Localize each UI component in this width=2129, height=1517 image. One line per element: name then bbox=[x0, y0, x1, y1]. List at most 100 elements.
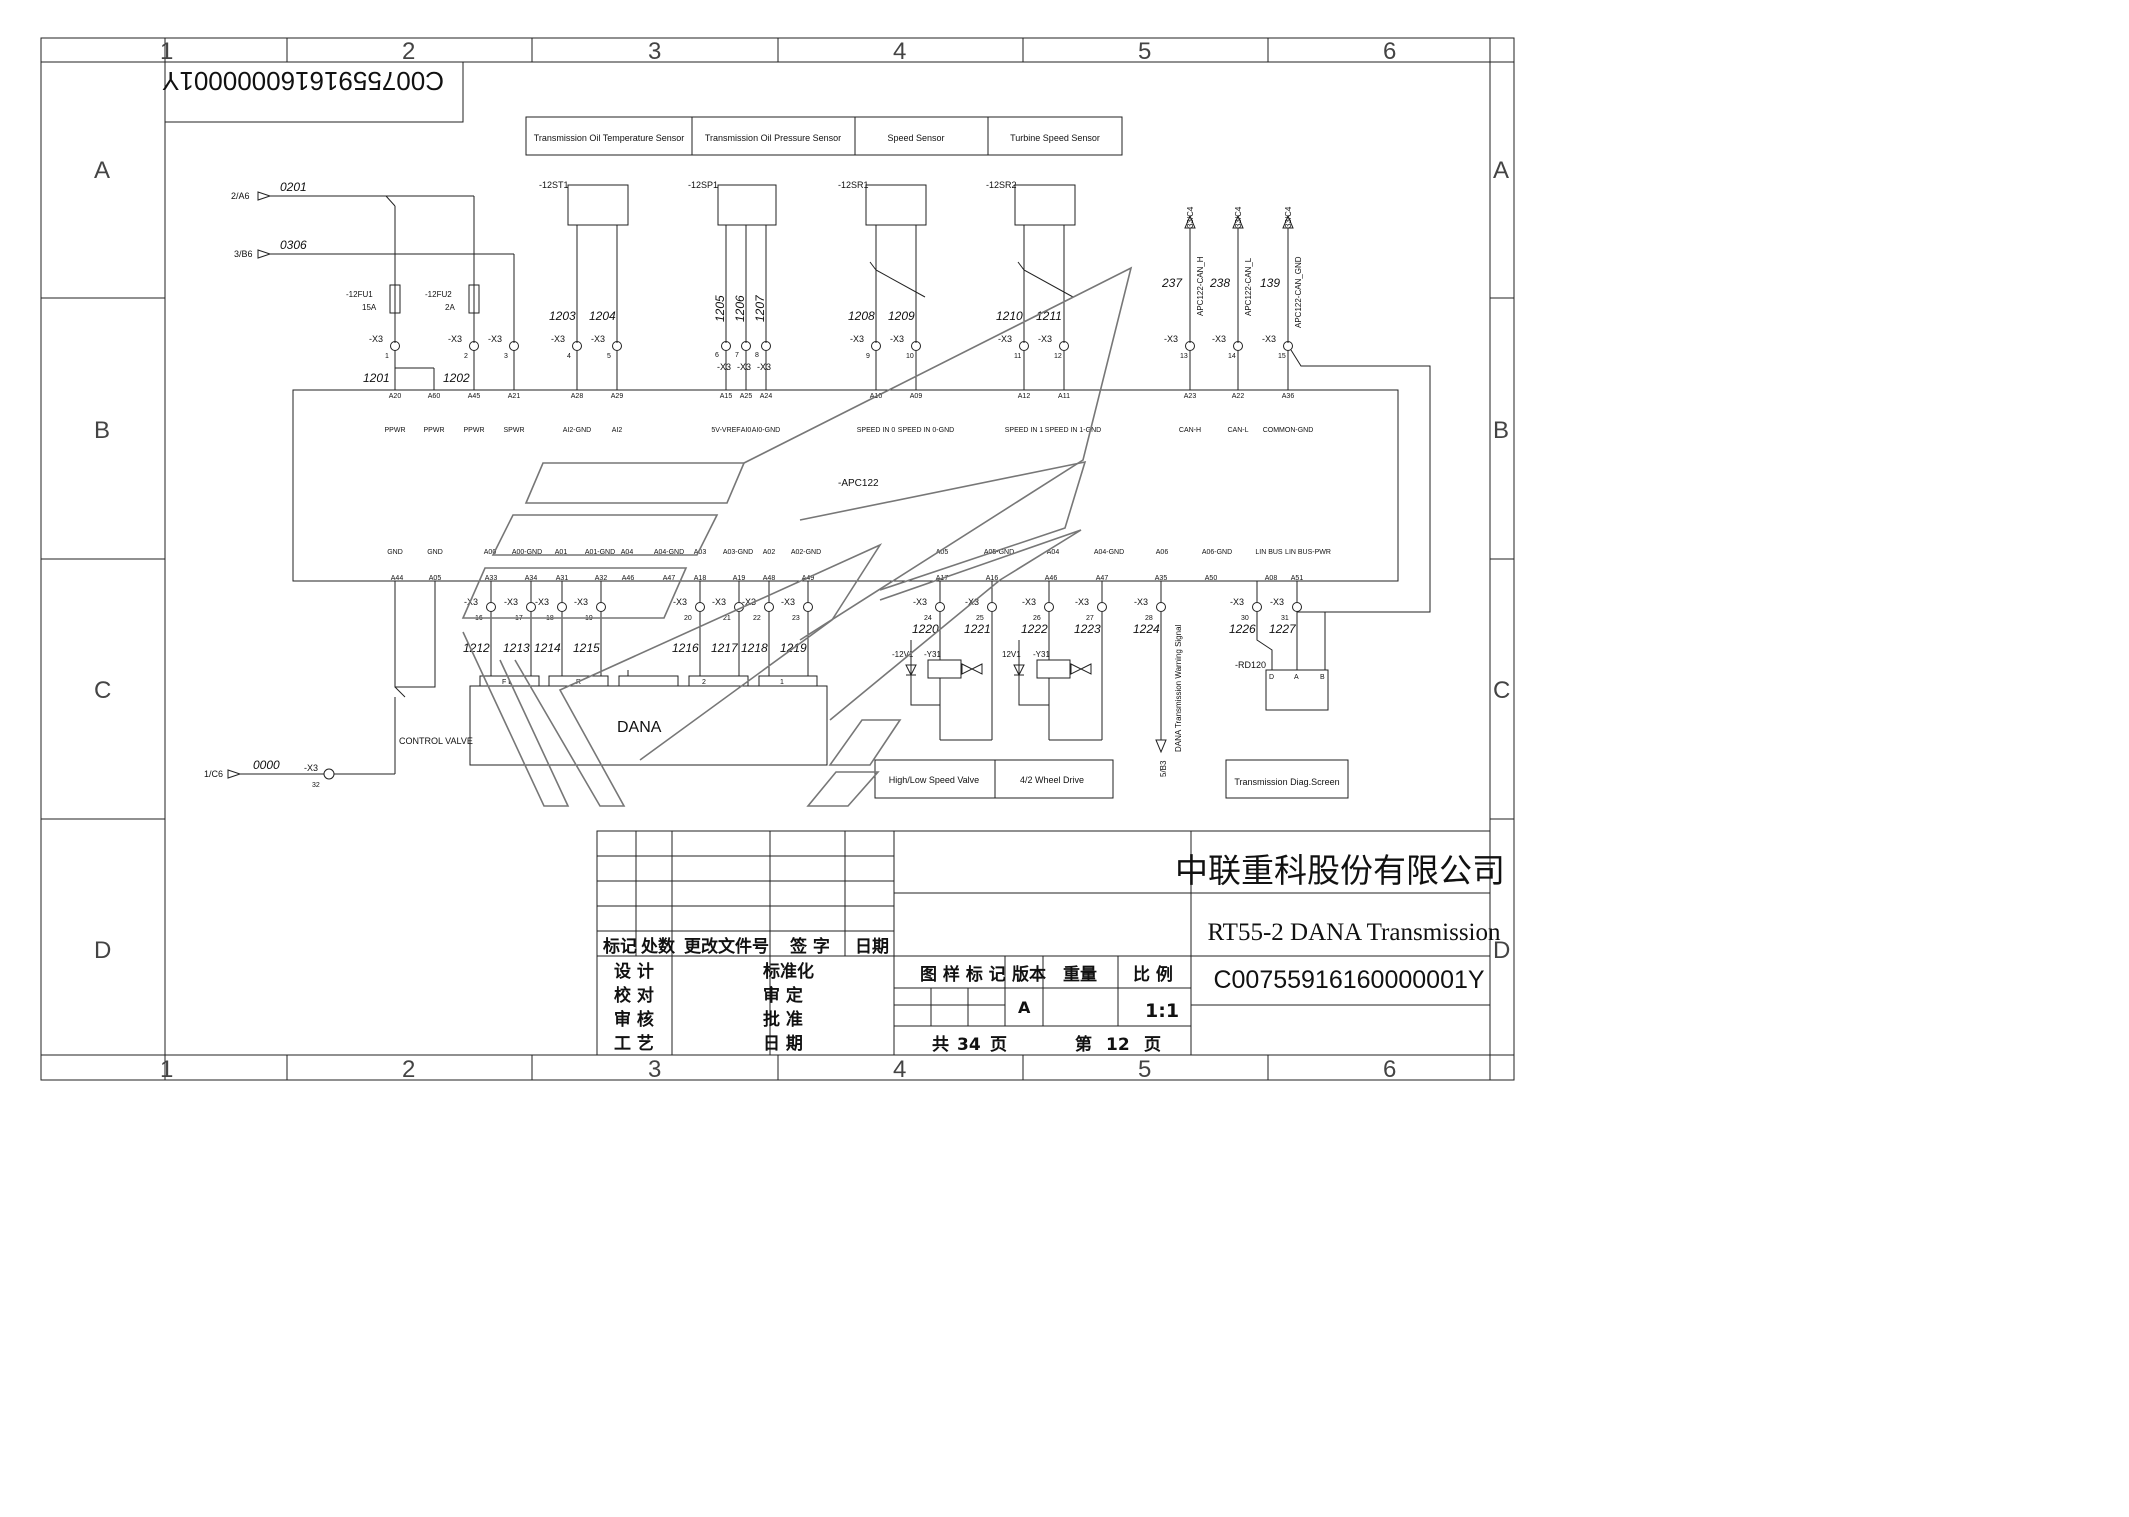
valve-name: DANA bbox=[617, 719, 662, 736]
valve-v1b-label: 12V1 bbox=[1002, 650, 1021, 659]
ecu-signal-label: AI2 bbox=[612, 427, 623, 434]
ecu-bottom-pin: A46 bbox=[1045, 575, 1058, 582]
ecu-bottom-pin: A50 bbox=[1205, 575, 1218, 582]
warning-ref: 5/B3 bbox=[1159, 760, 1168, 777]
terminal-circle bbox=[572, 341, 582, 351]
col-label-top-2: 2 bbox=[402, 38, 415, 65]
role-date: 日 期 bbox=[763, 1034, 803, 1054]
terminal-circle bbox=[741, 341, 751, 351]
ecu-bottom-pin: A46 bbox=[622, 575, 635, 582]
wire-label: 1221 bbox=[964, 622, 991, 636]
can-l-signal: APC122-CAN_L bbox=[1244, 257, 1253, 316]
can-gnd-ref: 33/C4 bbox=[1284, 206, 1293, 228]
terminal-number: 13 bbox=[1180, 353, 1188, 360]
terminal-number: 23 bbox=[792, 615, 800, 622]
sensor-sp1-label: -12SP1 bbox=[688, 180, 718, 190]
terminal-x3-label: -X3 bbox=[1022, 597, 1036, 607]
terminal-circle bbox=[911, 341, 921, 351]
rd-pin-b: B bbox=[1320, 674, 1325, 681]
dana-control-valve: F L R 2 1 DANA CONTROL VALVE bbox=[334, 581, 828, 775]
wire-label: 1220 bbox=[912, 622, 939, 636]
ecu-pin-label: A36 bbox=[1282, 393, 1295, 400]
supply-ref-2: 3/B6 bbox=[234, 249, 253, 259]
terminal-x3-label: -X3 bbox=[448, 334, 462, 344]
role-process: 工 艺 bbox=[614, 1033, 654, 1054]
ecu-bottom-signal: A02-GND bbox=[791, 549, 821, 556]
ground-x3: -X3 bbox=[304, 763, 318, 773]
col-label-bottom-6: 6 bbox=[1383, 1056, 1396, 1083]
ecu-pin-label: A45 bbox=[468, 393, 481, 400]
rotated-number-text: C00755916160000001Y bbox=[162, 66, 444, 96]
wire-label: 1224 bbox=[1133, 622, 1160, 636]
wire-label: 1205 bbox=[713, 295, 727, 322]
header-oil-temp: Transmission Oil Temperature Sensor bbox=[534, 133, 685, 143]
ecu-bottom-pin: A33 bbox=[485, 575, 498, 582]
ecu-label: -APC122 bbox=[838, 478, 879, 489]
ecu-pin-label: A23 bbox=[1184, 393, 1197, 400]
terminal-circle bbox=[596, 602, 606, 612]
can-l-ref: 33/C4 bbox=[1234, 206, 1243, 228]
header-oil-pressure: Transmission Oil Pressure Sensor bbox=[705, 133, 841, 143]
terminal-x3-label: -X3 bbox=[1270, 597, 1284, 607]
drawing-title: RT55-2 DANA Transmission bbox=[1208, 919, 1501, 946]
terminal-x3-label: -X3 bbox=[504, 597, 518, 607]
ecu-bottom-signal: A05 bbox=[936, 549, 949, 556]
ecu-bottom-pin: A47 bbox=[1096, 575, 1109, 582]
terminal-circle bbox=[1292, 602, 1302, 612]
terminal-x3-label: -X3 bbox=[890, 334, 904, 344]
terminal-x3-label: -X3 bbox=[464, 597, 478, 607]
ecu-bottom-signal: A03-GND bbox=[723, 549, 753, 556]
ecu-bottom-signal: LIN BUS bbox=[1255, 549, 1283, 556]
ground-terminal: 32 bbox=[312, 782, 320, 789]
terminal-number: 30 bbox=[1241, 615, 1249, 622]
hdr-scale: 比 例 bbox=[1133, 964, 1173, 985]
terminal-circle bbox=[486, 602, 496, 612]
ecu-bottom-pin: A47 bbox=[663, 575, 676, 582]
col-label-top-4: 4 bbox=[893, 38, 906, 65]
wire-label: 1203 bbox=[549, 309, 576, 323]
terminal-number: 24 bbox=[924, 615, 932, 622]
ecu-signal-label: CAN-H bbox=[1179, 427, 1201, 434]
ecu-bottom-pin: A32 bbox=[595, 575, 608, 582]
row-label-left-b: B bbox=[94, 417, 110, 444]
power-supply: 2/A6 0201 3/B6 0306 -12FU1 15A -12FU2 2A… bbox=[231, 180, 515, 390]
label-diag-screen: Transmission Diag.Screen bbox=[1234, 777, 1339, 787]
sensor-boxes: -12ST1 -12SP1 -12SR1 -12SR2 bbox=[539, 180, 1076, 343]
ecu-pin-label: A12 bbox=[1018, 393, 1031, 400]
logo-watermark bbox=[461, 266, 1133, 807]
rev-header-count: 处数 bbox=[640, 936, 676, 957]
solenoid-valves: -12V1 -Y31 12V1 -Y31 High/Low Speed Valv… bbox=[874, 612, 1114, 799]
terminal-circle bbox=[557, 602, 567, 612]
wire-label: 1204 bbox=[589, 309, 616, 323]
terminal-number: 4 bbox=[567, 353, 571, 360]
ecu-pin-label: A60 bbox=[428, 393, 441, 400]
wire-label: 1213 bbox=[503, 641, 530, 655]
ecu-bottom-signal: A00 bbox=[484, 549, 497, 556]
terminal-x3-label: -X3 bbox=[591, 334, 605, 344]
role-verify: 审 定 bbox=[763, 985, 803, 1006]
terminal-circle bbox=[1283, 341, 1293, 351]
terminal-circle bbox=[1185, 341, 1195, 351]
terminal-number: 9 bbox=[866, 353, 870, 360]
terminal-x3-label: -X3 bbox=[712, 597, 726, 607]
ecu-signal-label: COMMON-GND bbox=[1263, 427, 1314, 434]
ecu-bottom-signal: A04 bbox=[621, 549, 634, 556]
valve-r: R bbox=[576, 679, 581, 686]
fuse1-rating: 15A bbox=[362, 303, 377, 312]
ecu-bottom-signal: A04-GND bbox=[1094, 549, 1124, 556]
header-turbine-speed: Turbine Speed Sensor bbox=[1010, 133, 1100, 143]
ecu-bottom-signal: GND bbox=[427, 549, 443, 556]
terminal-circle bbox=[1156, 602, 1166, 612]
role-standard: 标准化 bbox=[763, 961, 814, 982]
ecu-pin-label: A09 bbox=[910, 393, 923, 400]
ecu-bottom-signal: LIN BUS-PWR bbox=[1285, 549, 1331, 556]
sensor-sr2-label: -12SR2 bbox=[986, 180, 1017, 190]
wire-label: 1223 bbox=[1074, 622, 1101, 636]
rev-header-date: 日期 bbox=[855, 937, 889, 957]
terminal-number: 22 bbox=[753, 615, 761, 622]
